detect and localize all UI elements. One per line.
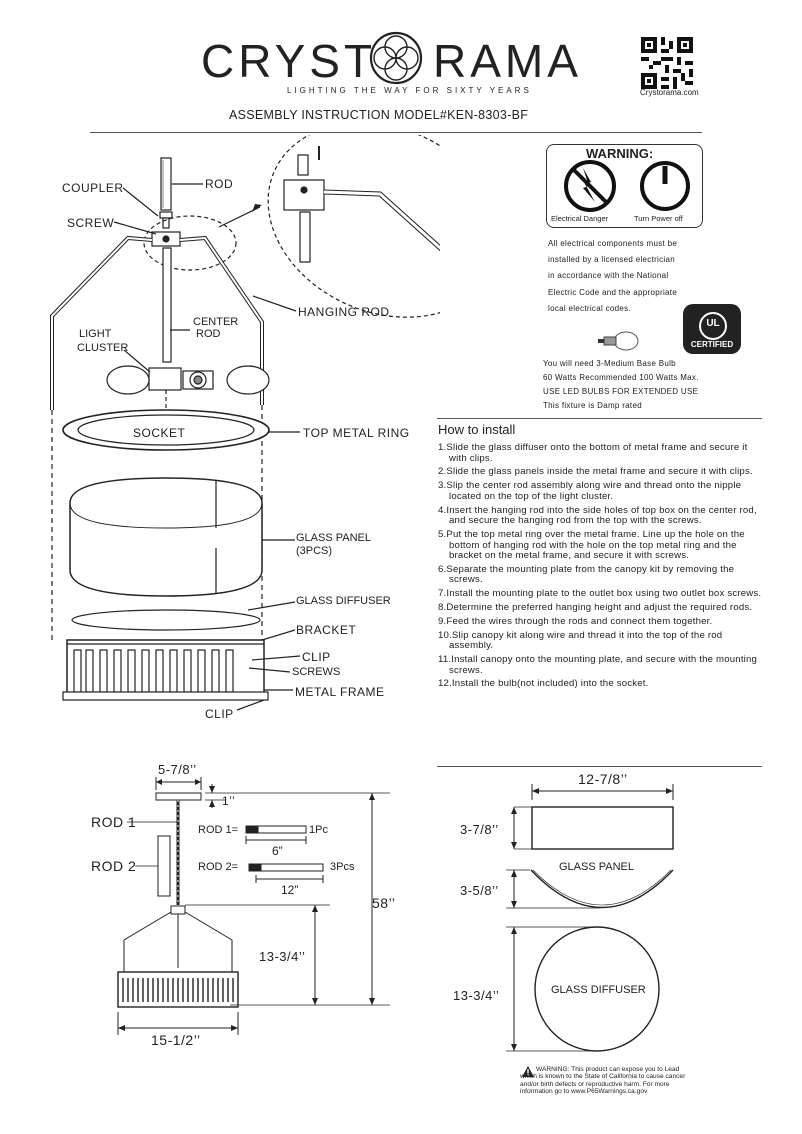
req-line: USE LED BULBS FOR EXTENDED USE: [543, 387, 699, 396]
install-step: 6.Separate the mounting plate from the c…: [438, 563, 735, 586]
install-step: 8.Determine the preferred hanging height…: [438, 602, 753, 614]
dim-rod1-label: ROD 1: [91, 814, 137, 830]
header-divider: [90, 132, 702, 133]
note-line: All electrical components must be: [548, 239, 678, 248]
glass-panel-part-label: GLASS PANEL: [559, 861, 634, 873]
req-line: 60 Watts Recommended 100 Watts Max.: [543, 373, 699, 382]
prop65-warning: WARNING: This product can expose you to …: [520, 1066, 685, 1096]
install-title: How to install: [438, 422, 516, 437]
dim-panel-height: 3-7/8’’: [460, 822, 499, 837]
warning-title: WARNING:: [586, 146, 654, 161]
crystorama-logo-icon: [369, 31, 423, 85]
dim-body-height: 13-3/4’’: [259, 949, 306, 964]
parts-dimension-drawing: [506, 784, 674, 1052]
label-clip: CLIP: [302, 650, 331, 664]
qr-code-icon: [641, 37, 693, 89]
electrician-notes: All electrical components must be instal…: [548, 236, 677, 317]
label-bracket: BRACKET: [296, 623, 357, 637]
install-bottom-rule: [437, 766, 762, 767]
warning-triangle-icon: [522, 1066, 534, 1077]
note-line: installed by a licensed electrician: [548, 255, 676, 265]
brand-tagline: LIGHTING THE WAY FOR SIXTY YEARS: [287, 86, 532, 95]
install-step: 12.Install the bulb(not included) into t…: [438, 678, 649, 690]
dim-rod2-length: 12”: [281, 883, 299, 897]
label-center-rod: ROD: [196, 328, 221, 340]
dim-curve-depth: 3-5/8’’: [460, 883, 499, 898]
fixture-dimension-drawing: [117, 777, 390, 1035]
label-glass-panel: GLASS PANEL: [296, 532, 371, 544]
install-step: 7.Install the mounting plate to the outl…: [438, 588, 762, 600]
glass-diffuser-part-label: GLASS DIFFUSER: [551, 984, 646, 996]
prop65-line: which is known to the State of Californi…: [520, 1073, 686, 1081]
install-step: 5.Put the top metal ring over the metal …: [438, 528, 745, 562]
install-step: 9.Feed the wires through the rods and co…: [438, 615, 713, 627]
prop65-line: information go to www.P65Warnings.ca.gov: [520, 1088, 648, 1096]
dim-overall-height: 58’’: [372, 895, 396, 911]
label-clip-bottom: CLIP: [205, 707, 234, 721]
label-glass-panel-qty: (3PCS): [296, 545, 333, 557]
exploded-assembly-diagram: [50, 135, 440, 711]
dim-rod2-label: ROD 2: [91, 858, 137, 874]
bulb-icon: [598, 331, 639, 351]
dim-body-width: 15-1/2’’: [151, 1032, 201, 1048]
label-coupler: COUPLER: [62, 181, 124, 195]
note-line: local electrical codes.: [548, 303, 631, 313]
install-top-rule: [437, 418, 762, 419]
req-line: You will need 3-Medium Base Bulb: [543, 359, 676, 368]
ul-circle: [699, 312, 727, 340]
label-metal-frame: METAL FRAME: [295, 685, 385, 699]
label-light: LIGHT: [79, 328, 112, 340]
prop65-line: and/or birth defects or reproductive har…: [520, 1080, 670, 1088]
label-hanging-rod: HANGING ROD: [298, 305, 390, 319]
label-screw: SCREW: [67, 216, 115, 230]
power-off-label: Turn Power off: [634, 214, 683, 223]
label-socket: SOCKET: [133, 426, 186, 440]
electrical-danger-icon: [564, 160, 616, 212]
website-text: Crystorama.com: [640, 88, 699, 97]
install-step: 4.Insert the hanging rod into the side h…: [438, 504, 757, 527]
brand-right: RAMA: [433, 35, 582, 87]
label-glass-diffuser: GLASS DIFFUSER: [296, 595, 391, 607]
note-line: in accordance with the National: [548, 271, 669, 281]
warning-box: [546, 144, 703, 228]
install-step: 1.Slide the glass diffuser onto the bott…: [438, 442, 748, 464]
power-off-icon: [640, 161, 690, 211]
doc-title: ASSEMBLY INSTRUCTION MODEL#KEN-8303-BF: [229, 108, 529, 122]
install-step: 3.Slip the center rod assembly along wir…: [438, 480, 742, 502]
dim-canopy-width: 5-7/8’’: [158, 762, 197, 777]
install-step: 2.Slide the glass panels inside the meta…: [438, 466, 753, 478]
note-line: Electric Code and the appropriate: [548, 287, 678, 297]
install-step: 11.Install canopy onto the mounting plat…: [438, 653, 758, 676]
ul-text: UL: [706, 318, 720, 329]
dim-rod1-qty: 1Pc: [309, 824, 328, 836]
install-steps: 1.Slide the glass diffuser onto the bott…: [438, 442, 768, 693]
label-screws: SCREWS: [292, 666, 341, 678]
ul-certified-badge: UL CERTIFIED: [683, 304, 741, 354]
dim-rod1-eq: ROD 1=: [198, 824, 239, 836]
brand-left: CRYST: [201, 35, 377, 87]
label-top-metal-ring: TOP METAL RING: [303, 426, 410, 440]
install-step: 10.Slip canopy kit along wire and thread…: [438, 629, 723, 652]
req-line: This fixture is Damp rated: [543, 401, 642, 410]
dim-panel-width: 12-7/8’’: [578, 771, 628, 787]
prop65-line: WARNING: This product can expose you to …: [536, 1066, 680, 1073]
dim-rod2-qty: 3Pcs: [330, 861, 355, 873]
dim-rod2-eq: ROD 2=: [198, 861, 239, 873]
label-rod: ROD: [205, 177, 234, 191]
label-center: CENTER: [193, 316, 239, 328]
ul-certified-label: CERTIFIED: [690, 340, 734, 349]
dim-diffuser-diameter: 13-3/4’’: [453, 988, 500, 1003]
dim-rod1-length: 6”: [272, 844, 283, 858]
label-cluster: CLUSTER: [77, 342, 129, 354]
electrical-danger-label: Electrical Danger: [551, 214, 609, 223]
dim-canopy-gap: 1’’: [222, 794, 236, 808]
bulb-requirements: You will need 3-Medium Base Bulb 60 Watt…: [543, 357, 699, 413]
